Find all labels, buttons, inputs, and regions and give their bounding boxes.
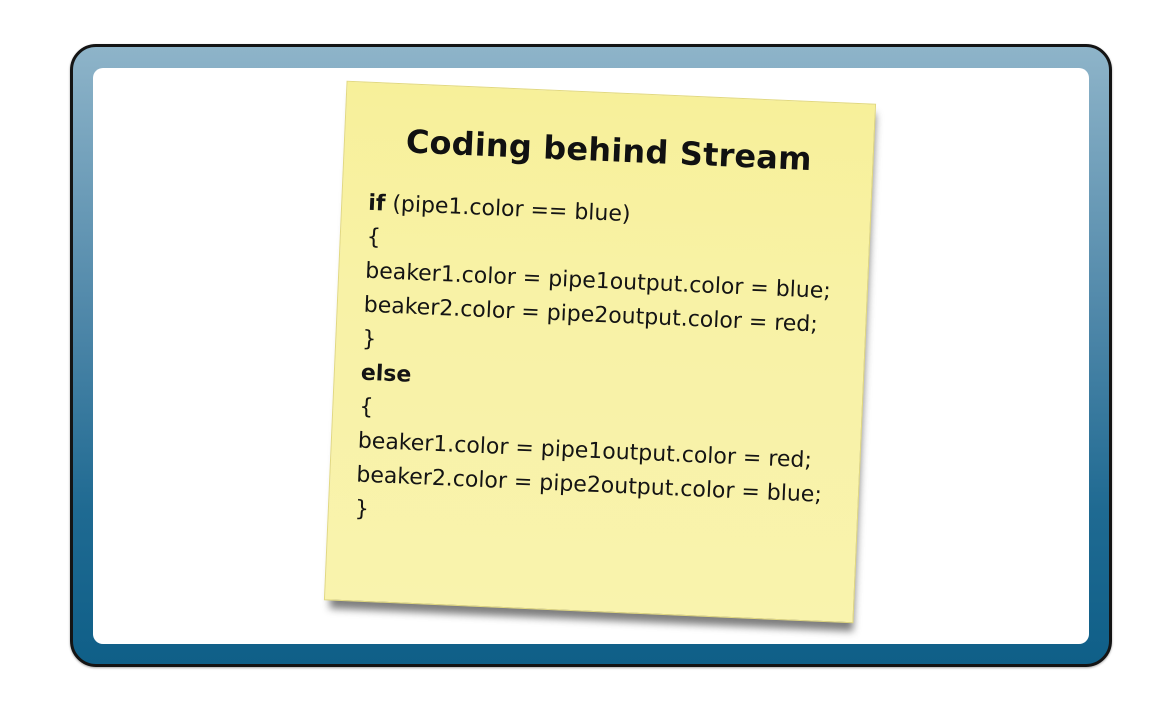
sticky-note: Coding behind Stream if (pipe1.color == … (323, 80, 877, 632)
if-condition: (pipe1.color == blue) (384, 191, 632, 228)
sticky-note-paper: Coding behind Stream if (pipe1.color == … (323, 80, 877, 624)
if-keyword: if (367, 190, 386, 217)
code-block: if (pipe1.color == blue) { beaker1.color… (354, 187, 858, 548)
note-title: Coding behind Stream (405, 122, 813, 179)
